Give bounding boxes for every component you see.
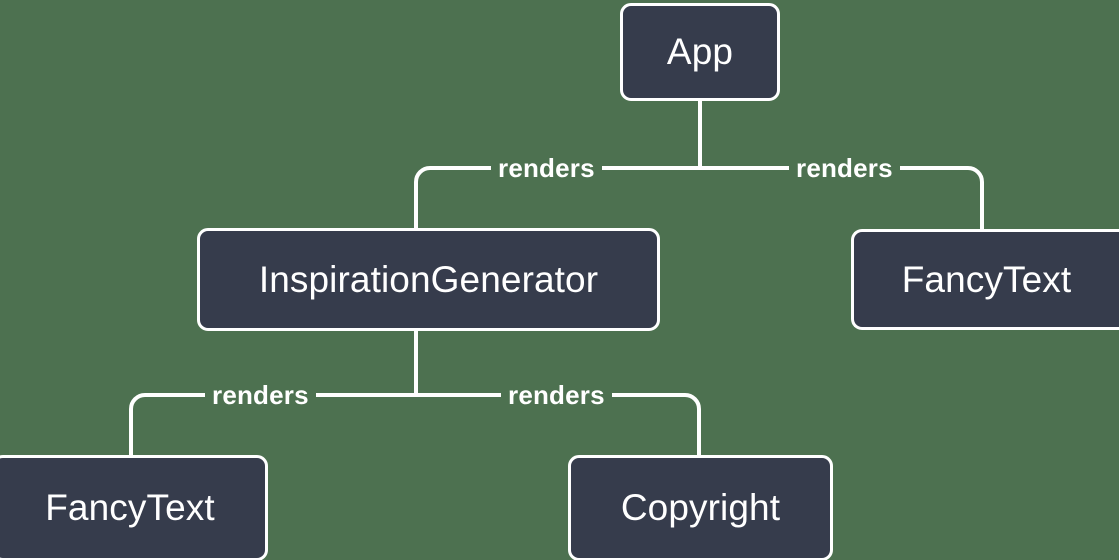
edge-label-app-to-inspiration-generator: renders: [491, 155, 602, 181]
node-copyright[interactable]: Copyright: [568, 455, 833, 560]
node-inspiration-generator[interactable]: InspirationGenerator: [197, 228, 660, 331]
edge-label-app-to-fancytext-right: renders: [789, 155, 900, 181]
node-app[interactable]: App: [620, 3, 780, 101]
node-inspiration-generator-label: InspirationGenerator: [258, 258, 599, 300]
node-app-label: App: [666, 31, 734, 72]
node-copyright-label: Copyright: [620, 487, 781, 528]
edge-label-inspiration-generator-to-copyright: renders: [501, 382, 612, 408]
edge-label-inspiration-generator-to-fancytext-left: renders: [205, 382, 316, 408]
node-fancytext-left-label: FancyText: [45, 487, 215, 528]
node-fancytext-right-label: FancyText: [901, 258, 1072, 300]
node-fancytext-right[interactable]: FancyText: [851, 229, 1119, 330]
node-fancytext-left[interactable]: FancyText: [0, 455, 268, 560]
